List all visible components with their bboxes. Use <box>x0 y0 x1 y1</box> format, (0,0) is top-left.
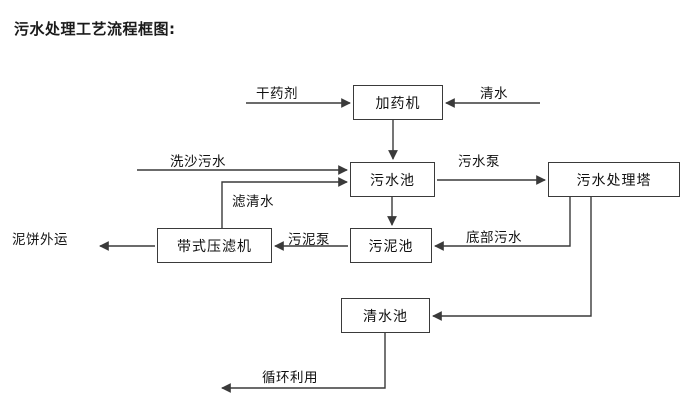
edge-filtered-water-to-wastewater-pool <box>221 177 348 228</box>
node-label: 清水池 <box>363 308 408 325</box>
edge-label-sand-wash-sewage: 洗沙污水 <box>170 154 226 170</box>
edge-label-recycle-use: 循环利用 <box>262 370 318 386</box>
edge-label-filtered-clear-water: 滤清水 <box>232 194 274 210</box>
node-clear-water-pool[interactable]: 清水池 <box>341 298 430 333</box>
node-belt-filter-press[interactable]: 带式压滤机 <box>157 228 272 263</box>
node-dosing-machine[interactable]: 加药机 <box>353 85 443 120</box>
node-label: 污水处理塔 <box>576 172 652 189</box>
node-wastewater-pool[interactable]: 污水池 <box>350 162 435 197</box>
node-label: 加药机 <box>375 95 421 112</box>
node-label: 带式压滤机 <box>177 238 252 255</box>
edge-tower-to-sludge-pool <box>434 197 571 251</box>
edge-label-clean-water: 清水 <box>480 86 508 102</box>
page-title: 污水处理工艺流程框图: <box>14 20 176 38</box>
node-label: 污泥池 <box>368 238 414 255</box>
edge-tower-to-clear-water-pool <box>432 197 592 321</box>
edge-clear-water-pool-to-recycle <box>221 333 386 393</box>
node-sludge-pool[interactable]: 污泥池 <box>350 228 432 263</box>
edge-label-sludge-pump: 污泥泵 <box>288 232 330 248</box>
terminal-label-mud-cake-out: 泥饼外运 <box>12 232 68 248</box>
node-label: 污水池 <box>370 172 415 189</box>
edge-label-dry-chemical: 干药剂 <box>256 86 298 102</box>
edge-label-sewage-pump: 污水泵 <box>458 154 500 170</box>
edge-label-bottom-sewage: 底部污水 <box>466 230 522 246</box>
node-treatment-tower[interactable]: 污水处理塔 <box>548 162 680 197</box>
